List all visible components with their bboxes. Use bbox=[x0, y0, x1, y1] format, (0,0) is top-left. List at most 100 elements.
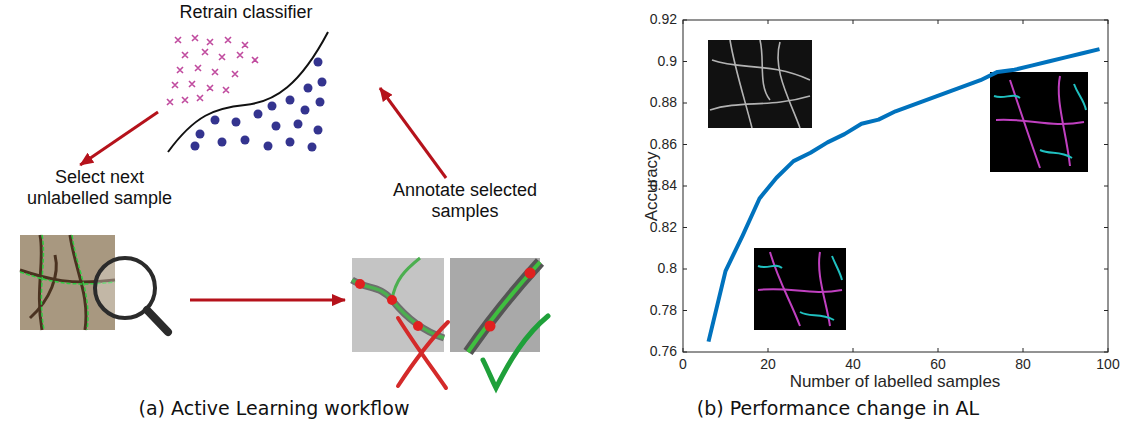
decision-boundary bbox=[168, 32, 328, 152]
inset-trace-bottom bbox=[754, 248, 846, 330]
y-tick-label: 0.86 bbox=[650, 137, 677, 152]
tick-marks bbox=[1104, 20, 1108, 352]
y-tick-label: 0.88 bbox=[650, 95, 677, 110]
x-axis-title: Number of labelled samples bbox=[790, 373, 1001, 392]
dot-marks bbox=[316, 98, 325, 107]
cycle-arrow bbox=[80, 112, 158, 165]
inset-trace-bottom bbox=[758, 289, 842, 292]
reject-cross bbox=[398, 318, 448, 388]
inset-microscopy bbox=[710, 96, 810, 110]
inset-trace-right bbox=[990, 72, 1088, 172]
dot-marks bbox=[232, 118, 241, 127]
cross-marks bbox=[167, 35, 258, 105]
dot-marks bbox=[191, 58, 327, 152]
dot-marks bbox=[218, 138, 227, 147]
rejected-patch bbox=[352, 280, 444, 338]
dot-marks bbox=[286, 96, 295, 105]
chart-axes bbox=[683, 20, 1108, 352]
dot-marks bbox=[191, 142, 200, 151]
inset-trace-bottom bbox=[832, 256, 842, 280]
x-tick-label: 80 bbox=[1015, 357, 1031, 372]
dot-marks bbox=[211, 116, 220, 125]
inset-microscopy bbox=[712, 60, 810, 80]
root-lines bbox=[30, 255, 56, 318]
inset-microscopy bbox=[778, 42, 800, 128]
inset-microscopy bbox=[710, 40, 810, 128]
x-tick-label: 0 bbox=[679, 357, 687, 372]
inset-trace-right bbox=[1040, 150, 1072, 158]
dot-marks bbox=[268, 102, 277, 111]
inset-trace-bottom bbox=[758, 252, 842, 326]
rejected-patch bbox=[352, 258, 444, 352]
inset-trace-right bbox=[990, 72, 1088, 172]
dot-marks bbox=[241, 136, 250, 145]
y-axis-title: Accuracy bbox=[643, 151, 662, 221]
rejected-patch bbox=[413, 321, 423, 331]
inset-trace-right bbox=[994, 84, 1086, 158]
y-tick-label: 0.78 bbox=[650, 303, 677, 318]
inset-trace-bottom bbox=[754, 248, 846, 330]
tick-marks bbox=[683, 20, 1108, 24]
y-tick-label: 0.76 bbox=[650, 344, 677, 359]
scatter-plot bbox=[160, 25, 330, 155]
inset-trace-right bbox=[996, 120, 1084, 124]
dot-marks bbox=[314, 58, 323, 67]
inset-trace-right bbox=[1074, 84, 1086, 110]
inset-trace-bottom bbox=[758, 266, 782, 268]
dot-marks bbox=[196, 130, 205, 139]
step-node: Annotate selected samples bbox=[345, 178, 580, 400]
step-node: Select next unlabelled sample bbox=[10, 165, 190, 335]
step-label: Retrain classifier bbox=[158, 0, 334, 23]
accepted-patch bbox=[525, 268, 536, 279]
rejected-patch bbox=[355, 279, 365, 289]
tick-marks bbox=[683, 20, 687, 352]
x-tick-label: 100 bbox=[1096, 357, 1119, 372]
cross-marks bbox=[167, 35, 258, 105]
dot-marks bbox=[318, 78, 327, 87]
step-label: Select next unlabelled sample bbox=[17, 165, 182, 208]
y-tick-label: 0.8 bbox=[658, 261, 677, 276]
inset-trace-right bbox=[996, 76, 1084, 168]
trace-lines bbox=[41, 235, 44, 330]
scatter-plot bbox=[160, 25, 330, 155]
dot-marks bbox=[314, 126, 323, 135]
dot-marks bbox=[304, 84, 313, 93]
tick-marks bbox=[683, 348, 1108, 352]
y-tick-label: 0.82 bbox=[650, 220, 677, 235]
y-tick-label: 0.9 bbox=[658, 54, 677, 69]
inset-trace-right bbox=[994, 96, 1020, 98]
inset-microscopy bbox=[708, 40, 812, 128]
root-image bbox=[20, 235, 168, 332]
x-tick-label: 20 bbox=[760, 357, 776, 372]
rejected-patch bbox=[392, 258, 420, 300]
inset-trace-bottom bbox=[758, 256, 842, 320]
inset-trace-bottom bbox=[800, 312, 834, 320]
rejected-patch bbox=[352, 258, 444, 352]
inset-trace-right bbox=[1059, 76, 1070, 166]
rejected-patch bbox=[352, 280, 444, 338]
dot-marks bbox=[308, 143, 317, 152]
panel-caption: (a) Active Learning workflow bbox=[139, 398, 410, 419]
inset-microscopy bbox=[708, 40, 812, 128]
step-label: Annotate selected samples bbox=[380, 178, 550, 221]
accuracy-curve bbox=[709, 49, 1100, 342]
y-tick-label: 0.92 bbox=[650, 12, 677, 27]
rejected-patch bbox=[387, 295, 397, 305]
magnifier-handle bbox=[147, 310, 168, 332]
chart-axes bbox=[683, 20, 1108, 352]
dot-marks bbox=[294, 120, 303, 129]
inset-microscopy bbox=[730, 40, 752, 128]
step-node: Retrain classifier bbox=[158, 0, 380, 160]
inset-trace-right bbox=[1010, 80, 1040, 168]
x-tick-label: 40 bbox=[845, 357, 861, 372]
dot-marks bbox=[264, 142, 273, 151]
cycle-arrow bbox=[380, 88, 446, 178]
accept-check bbox=[483, 316, 548, 388]
panel-caption: (b) Performance change in AL bbox=[697, 398, 979, 419]
accepted-patch bbox=[485, 321, 496, 332]
x-tick-label: 60 bbox=[930, 357, 946, 372]
trace-lines bbox=[72, 235, 88, 330]
